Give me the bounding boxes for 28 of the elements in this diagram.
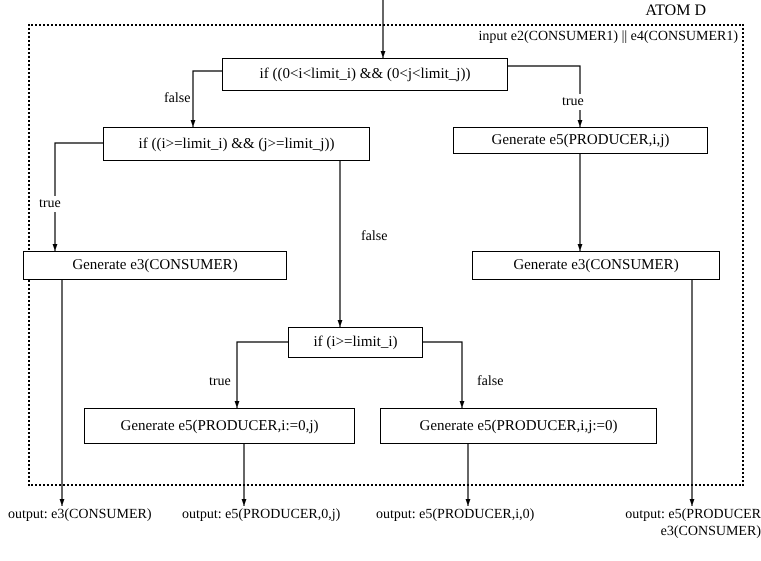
arrow (578, 154, 582, 251)
arrow (234, 341, 288, 408)
process-box: if ((0<i<limit_i) && (0<j<limit_j)) (222, 58, 508, 91)
process-box: Generate e5(PRODUCER,i,j) (453, 127, 708, 154)
edge-label: true (38, 196, 62, 212)
output-text: output: e5(PRODUCER e3(CONSUMER) (586, 506, 761, 542)
input-text: input e2(CONSUMER1) || e4(CONSUMER1) (478, 29, 738, 45)
arrow (60, 280, 64, 506)
container-heading: ATOM D (645, 2, 706, 20)
output-text: output: e5(PRODUCER,i,0) (376, 506, 566, 524)
arrow (690, 280, 694, 506)
output-text: output: e3(CONSUMER) (8, 506, 182, 524)
arrow (190, 70, 222, 127)
process-box: Generate e3(CONSUMER) (472, 251, 720, 280)
arrow (466, 444, 470, 506)
process-box: Generate e3(CONSUMER) (23, 251, 287, 280)
arrow (380, 0, 386, 58)
arrow (423, 341, 464, 408)
process-box: if (i>=limit_i) (288, 327, 423, 358)
arrow (508, 65, 582, 127)
arrow (52, 142, 103, 251)
arrow (242, 444, 246, 506)
arrow (338, 161, 342, 327)
process-box: Generate e5(PRODUCER,i:=0,j) (84, 408, 355, 444)
edge-label: true (561, 94, 585, 110)
process-box: Generate e5(PRODUCER,i,j:=0) (380, 408, 657, 444)
process-box: if ((i>=limit_i) && (j>=limit_j)) (103, 127, 370, 161)
output-text: output: e5(PRODUCER,0,j) (182, 506, 370, 524)
